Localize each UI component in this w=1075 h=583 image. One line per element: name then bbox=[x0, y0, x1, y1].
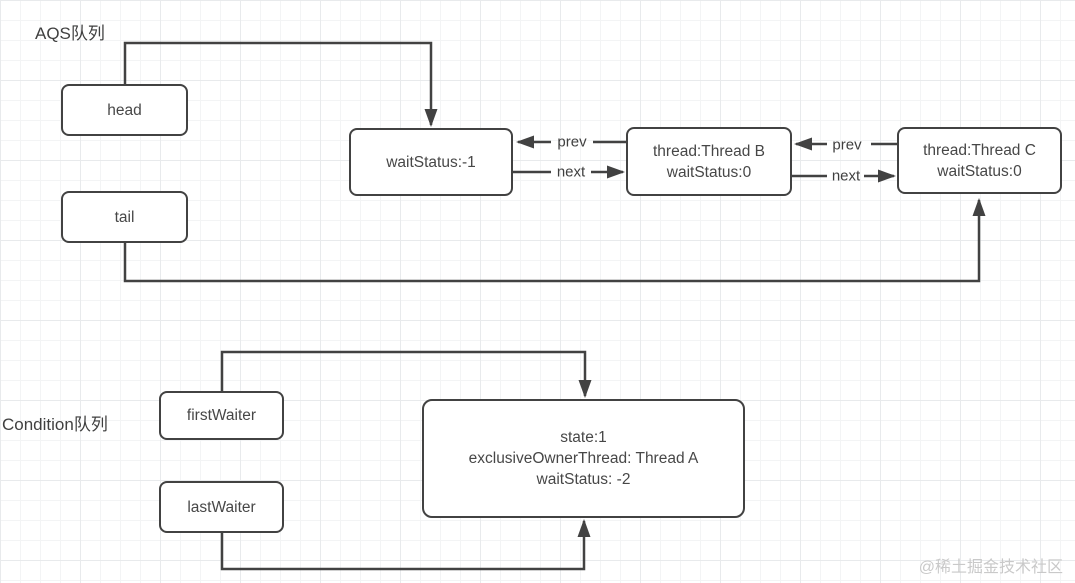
node-owner-line2: exclusiveOwnerThread: Thread A bbox=[468, 450, 699, 467]
node-thread-b-line2: waitStatus:0 bbox=[666, 163, 752, 181]
node-head: head bbox=[61, 84, 188, 136]
node-firstwaiter: firstWaiter bbox=[159, 391, 284, 440]
node-thread-c: thread:Thread C waitStatus:0 bbox=[897, 127, 1062, 194]
node-lastwaiter-label: lastWaiter bbox=[187, 498, 256, 516]
edge-tail-to-thread-c bbox=[123, 198, 986, 283]
node-owner: state:1 exclusiveOwnerThread: Thread A w… bbox=[422, 399, 745, 518]
watermark-text: @稀土掘金技术社区 bbox=[918, 559, 1063, 576]
node-lastwaiter: lastWaiter bbox=[159, 481, 284, 533]
node-tail: tail bbox=[61, 191, 188, 243]
edge-firstwaiter-to-owner bbox=[220, 350, 592, 398]
edge-label-next-b-c: next bbox=[831, 167, 861, 185]
condition-queue-label: Condition队列 bbox=[2, 415, 108, 434]
node-tail-label: tail bbox=[114, 208, 135, 226]
aqs-queue-label: AQS队列 bbox=[35, 24, 105, 43]
edge-label-next-ws-b: next bbox=[556, 163, 586, 181]
edge-label-prev-b-c: prev bbox=[832, 136, 862, 154]
edge-lastwaiter-to-owner bbox=[220, 519, 591, 571]
node-waitstatus: waitStatus:-1 bbox=[349, 128, 513, 196]
node-head-label: head bbox=[107, 101, 142, 119]
node-thread-b-line1: thread:Thread B bbox=[652, 142, 765, 160]
edge-head-to-waitstatus bbox=[123, 41, 438, 127]
node-owner-line3: waitStatus: -2 bbox=[536, 471, 631, 488]
edge-label-prev-ws-b: prev bbox=[557, 133, 587, 151]
node-thread-c-line2: waitStatus:0 bbox=[937, 162, 1022, 180]
node-owner-line1: state:1 bbox=[560, 429, 607, 446]
node-thread-b: thread:Thread B waitStatus:0 bbox=[626, 127, 792, 196]
node-thread-c-line1: thread:Thread C bbox=[923, 141, 1036, 159]
node-waitstatus-label: waitStatus:-1 bbox=[386, 153, 476, 171]
node-firstwaiter-label: firstWaiter bbox=[186, 407, 257, 424]
